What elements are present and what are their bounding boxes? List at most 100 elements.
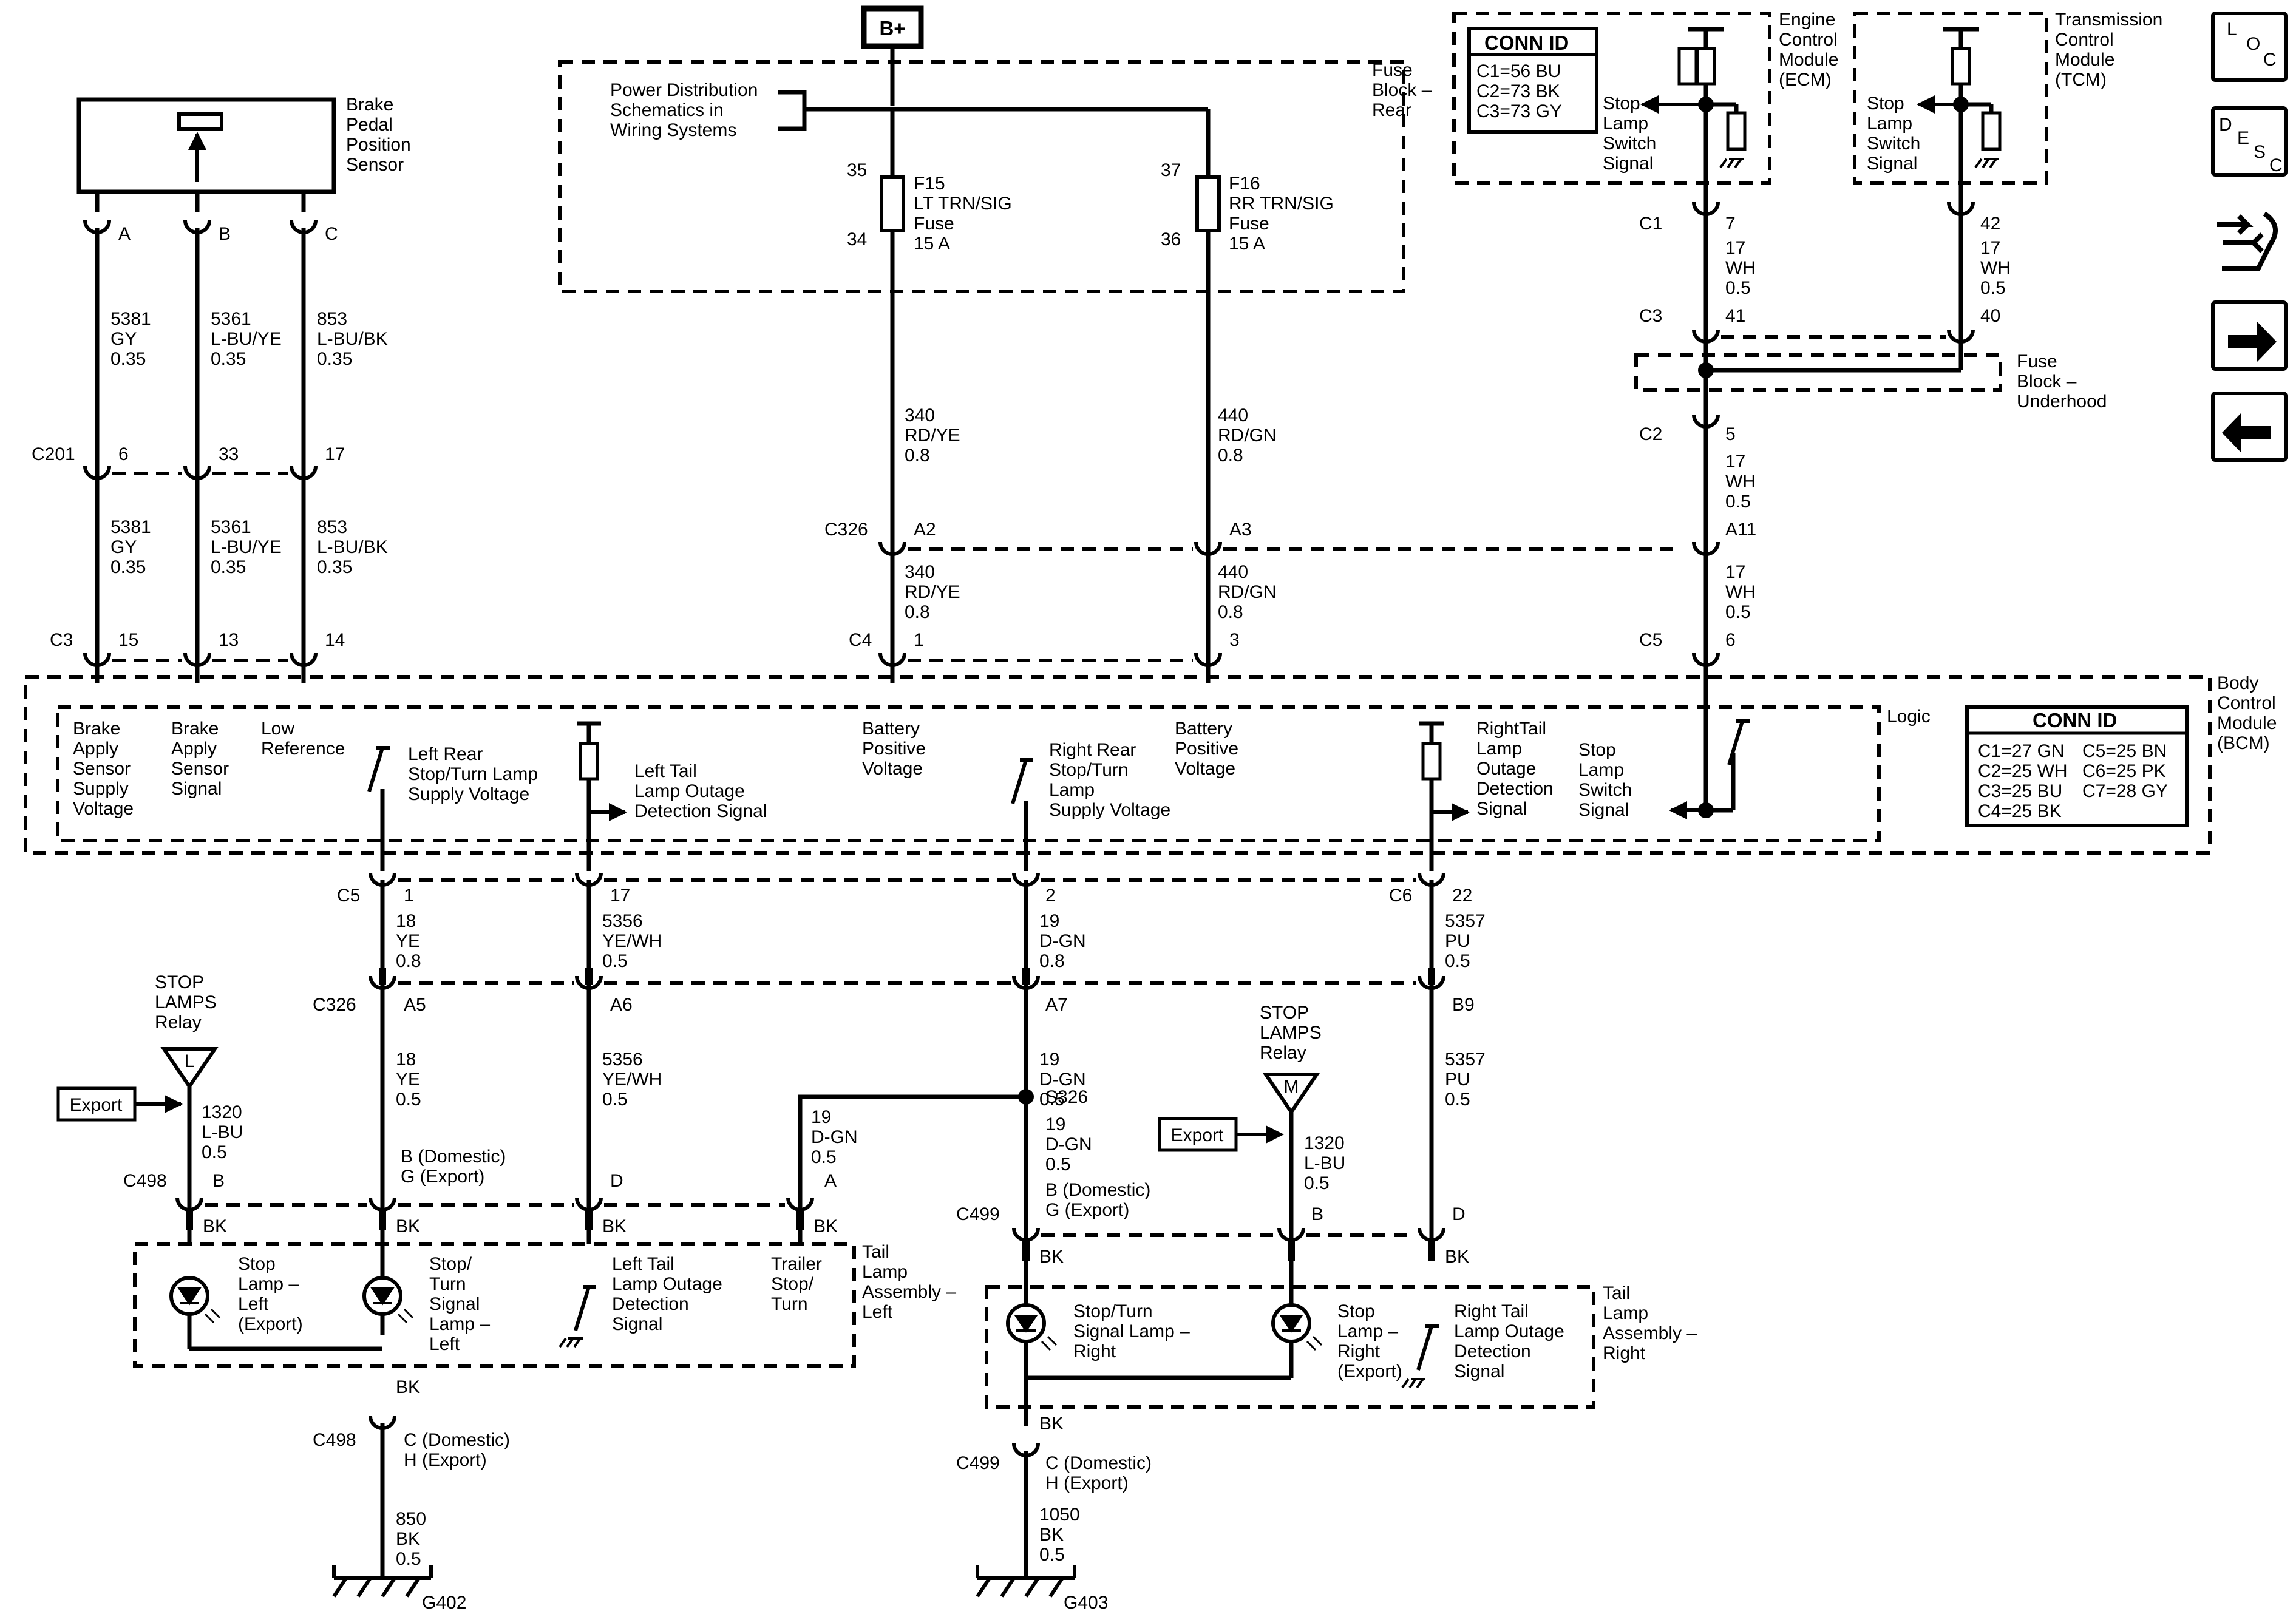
- loc-button[interactable]: [2211, 12, 2288, 82]
- label-line: 22: [1452, 886, 1472, 906]
- label-line: Lamp: [1603, 114, 1648, 134]
- label-line: Stop: [238, 1254, 276, 1274]
- label-line: 0.5: [1725, 492, 1751, 512]
- label-line: Turn: [771, 1294, 808, 1314]
- bk-label: BK: [602, 1216, 627, 1236]
- light-rays: [204, 1308, 221, 1324]
- label-line: Block –: [2017, 371, 2077, 392]
- label-line: C6=25 PK: [2082, 761, 2166, 781]
- bplus-label: B+: [879, 17, 905, 39]
- label-line: Right Rear: [1049, 740, 1136, 760]
- label-line: C: [2269, 155, 2283, 175]
- label-line: L: [2227, 19, 2237, 39]
- bk-label: BK: [813, 1216, 838, 1236]
- c498-pin: [786, 1197, 814, 1212]
- tcm-box: [1853, 12, 2048, 185]
- c498-pin: [175, 1197, 203, 1212]
- right-tail-ground: [1401, 1378, 1425, 1389]
- label-line: 3: [1229, 630, 1240, 650]
- label-line: YE: [396, 931, 420, 951]
- ground-bk-right-label: BK: [1039, 1414, 1064, 1434]
- logic-label: Logic: [1887, 707, 1931, 727]
- label-line: C7=28 GY: [2082, 781, 2168, 801]
- label-line: Signal: [612, 1314, 662, 1334]
- label-line: Voltage: [1175, 759, 1235, 779]
- label-line: 19: [1039, 1049, 1059, 1070]
- left-tail-ground: [559, 1337, 583, 1348]
- left-relay-icon: [160, 1047, 219, 1090]
- label-line: STOP: [1260, 1003, 1309, 1023]
- led-symbol: [1014, 1315, 1038, 1333]
- label-line: 5361: [211, 517, 251, 537]
- power-ref-bracket: [778, 90, 807, 131]
- label-line: 0.5: [602, 1090, 628, 1110]
- desc-button[interactable]: [2211, 106, 2288, 177]
- label-line: 0.35: [110, 557, 146, 577]
- c499-pin: [1418, 1227, 1445, 1242]
- label-line: RightTail: [1476, 719, 1546, 739]
- label-line: Body: [2217, 673, 2258, 693]
- label-line: RD/YE: [905, 425, 960, 446]
- label-line: A3: [1229, 520, 1252, 540]
- c499-bottom-label: C499: [956, 1453, 1000, 1473]
- label-line: Signal: [1476, 799, 1527, 819]
- c499-pin-bg: B (Domestic)G (Export): [1045, 1180, 1150, 1220]
- label-line: PU: [1445, 1070, 1470, 1090]
- label-line: 340: [905, 562, 935, 582]
- c5-output-label: C5: [337, 886, 360, 906]
- label-line: Module: [2055, 50, 2114, 70]
- label-line: A5: [404, 995, 426, 1015]
- label-line: Control: [2217, 693, 2276, 713]
- label-line: B (Domestic): [401, 1147, 506, 1167]
- label-line: C326: [313, 995, 356, 1015]
- label-line: 17: [1980, 238, 2000, 258]
- led-symbol: [177, 1287, 202, 1306]
- label-line: 0.5: [396, 1090, 421, 1110]
- label-line: S: [2254, 142, 2266, 162]
- label-line: Control: [1779, 30, 1838, 50]
- ecm-conn-box: [1467, 27, 1598, 134]
- label-line: C498: [123, 1171, 167, 1191]
- c2-label: C2: [1639, 424, 1662, 444]
- label-line: Rear: [1372, 100, 1411, 120]
- label-line: Stop: [1337, 1301, 1375, 1321]
- label-line: 0.5: [1725, 278, 1751, 298]
- label-line: F16: [1229, 174, 1260, 194]
- ground-bk-label: BK: [396, 1377, 420, 1397]
- right-export-label: Export: [1171, 1125, 1224, 1145]
- label-line: Stop: [1578, 740, 1616, 760]
- ecm-c1-pin: [1692, 202, 1720, 216]
- label-line: 0.5: [1045, 1154, 1071, 1175]
- label-line: Signal: [1454, 1361, 1504, 1381]
- label-line: (Export): [238, 1314, 303, 1334]
- c201-pin-label: 6: [118, 444, 129, 464]
- label-line: Left: [238, 1294, 269, 1314]
- loc-o: O: [2246, 34, 2260, 54]
- label-line: 0.8: [905, 446, 930, 466]
- label-line: 0.5: [1445, 1090, 1470, 1110]
- desc-c: C: [2269, 155, 2283, 175]
- label-line: 6: [1725, 630, 1736, 650]
- tcm-ground: [1974, 158, 1999, 169]
- label-line: Tail: [862, 1242, 889, 1262]
- label-line: B+: [879, 17, 905, 39]
- label-line: Sensor: [346, 155, 404, 175]
- label-line: L-BU/YE: [211, 329, 282, 349]
- label-line: 0.8: [1218, 446, 1243, 466]
- label-line: Apply: [73, 739, 118, 759]
- label-line: Battery: [1175, 719, 1232, 739]
